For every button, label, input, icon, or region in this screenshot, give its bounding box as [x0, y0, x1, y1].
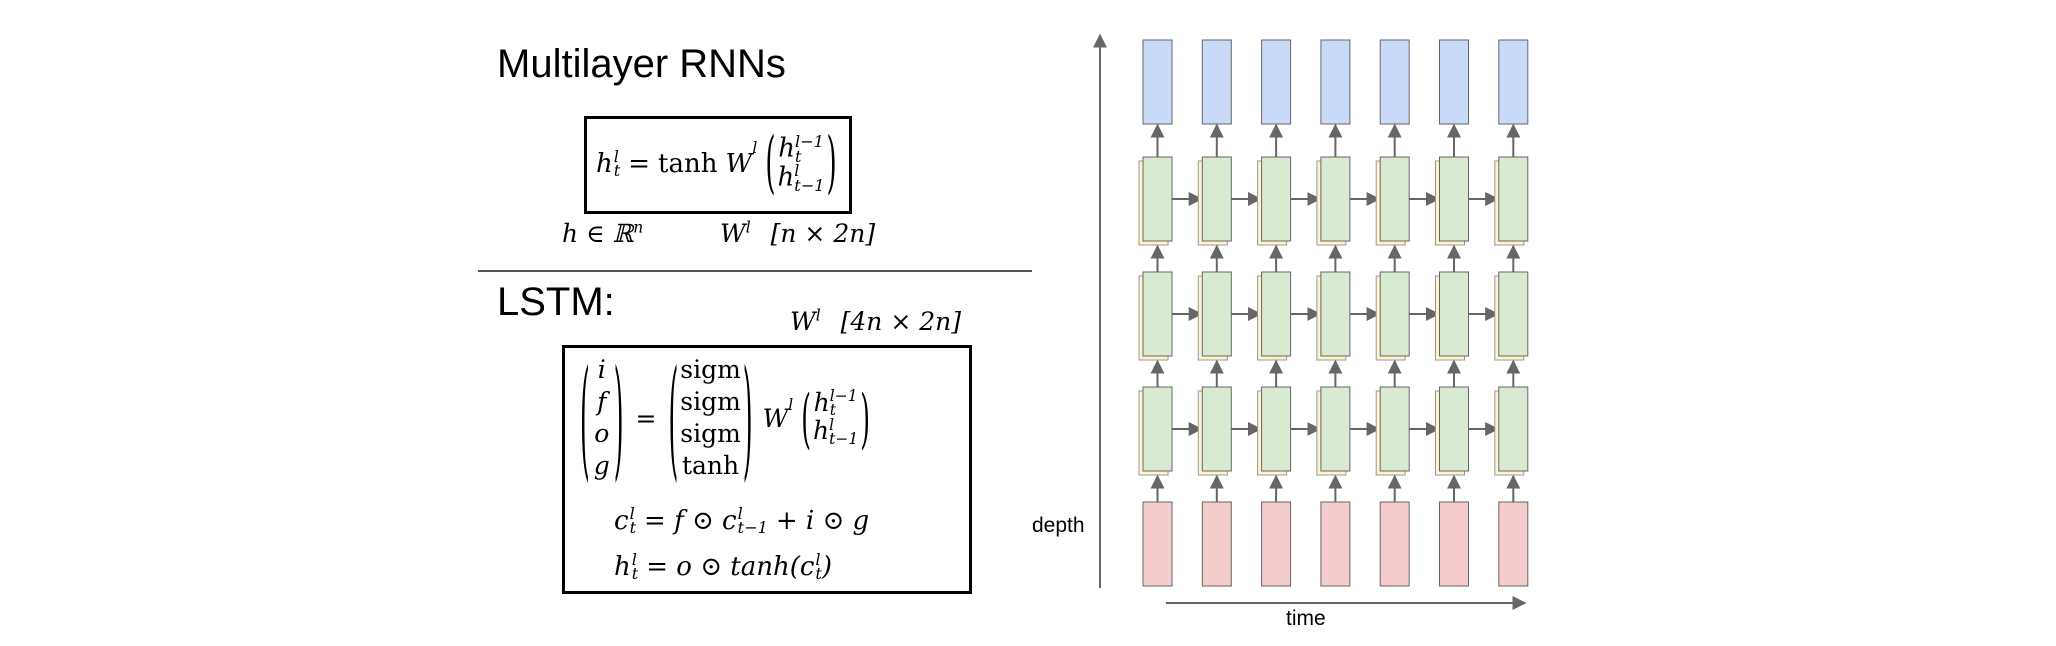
hidden-cell: [1379, 271, 1410, 357]
hidden-cell: [1379, 386, 1410, 472]
hidden-cell: [1439, 386, 1469, 472]
rnn-title: Multilayer RNNs: [497, 42, 786, 86]
input-box: [1498, 501, 1529, 587]
hidden-cell: [1261, 271, 1292, 357]
output-box: [1201, 39, 1232, 125]
hidden-cell: [1201, 156, 1232, 242]
hidden-cell: [1201, 386, 1232, 472]
rnn-h-dimension: h ∈ ℝn: [562, 218, 644, 248]
output-box: [1261, 39, 1292, 125]
time-label: time: [1286, 607, 1326, 630]
input-box: [1142, 501, 1173, 587]
output-box: [1320, 39, 1351, 125]
hidden-cell: [1142, 386, 1173, 472]
hidden-cell: [1142, 271, 1173, 357]
hidden-cell: [1201, 271, 1232, 357]
hidden-cell: [1498, 386, 1529, 472]
output-box: [1498, 39, 1529, 125]
hidden-cell: [1320, 386, 1351, 472]
input-box: [1379, 501, 1410, 587]
rnn-diagram: [1093, 33, 1529, 610]
hidden-cell: [1320, 271, 1351, 357]
output-box: [1142, 39, 1173, 125]
input-box: [1261, 501, 1292, 587]
output-box: [1379, 39, 1410, 125]
rnn-W-dimension: Wl [n × 2n]: [720, 218, 876, 248]
section-divider: [478, 270, 1032, 272]
hidden-cell: [1261, 156, 1292, 242]
input-box: [1201, 501, 1232, 587]
hidden-cell: [1379, 156, 1410, 242]
hidden-cell: [1439, 156, 1469, 242]
lstm-W-dimension: Wl [4n × 2n]: [790, 306, 961, 336]
hidden-cell: [1439, 271, 1469, 357]
hidden-cell: [1142, 156, 1173, 242]
input-box: [1320, 501, 1351, 587]
rnn-equation-box: [584, 116, 852, 214]
hidden-cell: [1498, 156, 1529, 242]
depth-label: depth: [1032, 514, 1085, 537]
lstm-title: LSTM:: [497, 280, 615, 324]
hidden-cell: [1261, 386, 1292, 472]
hidden-cell: [1498, 271, 1529, 357]
input-box: [1439, 501, 1469, 587]
lstm-equation-box: [562, 345, 972, 594]
hidden-cell: [1320, 156, 1351, 242]
output-box: [1439, 39, 1469, 125]
